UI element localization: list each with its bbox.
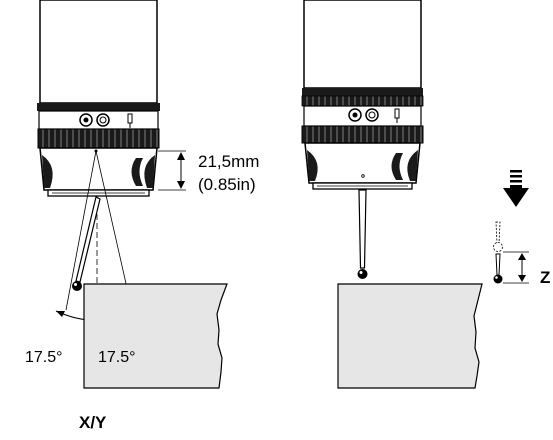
surface-left (84, 284, 227, 388)
probe-left-stylus-ball (72, 281, 82, 291)
probe-right-ribbed-band-top (302, 96, 423, 106)
axis-z-label: Z (540, 268, 550, 287)
angle-left-label: 17.5° (25, 349, 63, 366)
axis-xy-label: X/Y (79, 413, 107, 432)
probe-right-led-icon (395, 109, 399, 118)
probe-right (302, 0, 423, 279)
probe-right-stylus (359, 190, 366, 268)
z-stylus-illustration (494, 222, 530, 284)
probe-right-band-top (302, 88, 423, 96)
probe-right-stylus-ball (358, 269, 368, 279)
probe-right-body (304, 106, 421, 126)
probe-left-led-icon (128, 114, 132, 123)
probe-left-shank (40, 0, 157, 103)
z-direction-arrow-icon (503, 170, 529, 207)
probe-left-band-top (37, 103, 160, 111)
probe-right-ribbed-band (302, 126, 423, 143)
height-dimension (158, 151, 186, 190)
angle-right-label: 17.5° (98, 349, 136, 366)
probe-right-shank (304, 0, 421, 88)
probe-left (37, 0, 160, 330)
surface-right (338, 284, 482, 388)
height-in-label: (0.85in) (198, 175, 256, 194)
probe-left-ribbed-band (38, 129, 159, 148)
height-mm-label: 21,5mm (198, 152, 259, 171)
